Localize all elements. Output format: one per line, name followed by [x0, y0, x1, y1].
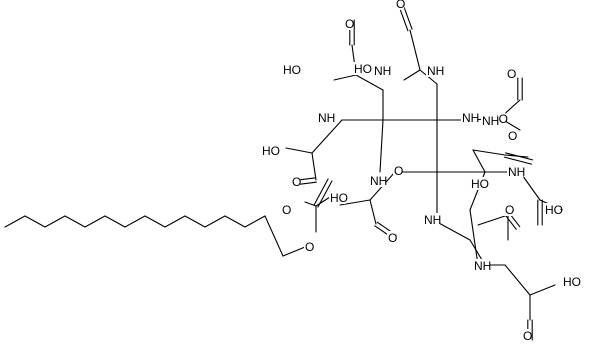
atom-label: O: [394, 164, 403, 178]
bond-line: [164, 215, 186, 228]
atom-label-backdrop: [369, 174, 386, 187]
bond-line: [311, 152, 317, 181]
atom-label: NH: [508, 165, 525, 179]
bond-line: [369, 199, 377, 225]
bond-line: [529, 284, 556, 296]
double-bond-line: [505, 152, 534, 161]
atom-label-backdrop: [393, 164, 403, 177]
atom-label: O: [523, 329, 532, 343]
bond-line: [264, 215, 284, 257]
bond-line: [409, 29, 421, 71]
atom-label-backdrop: [423, 213, 440, 226]
atom-label: NH: [424, 213, 441, 227]
atom-label: O: [396, 0, 405, 11]
atom-label: O: [508, 129, 517, 143]
bond-line: [379, 119, 384, 173]
double-bond-line: [505, 215, 517, 230]
atom-label-backdrop: [470, 177, 487, 190]
atom-label-backdrop: [522, 329, 532, 342]
atom-label: NH: [318, 111, 335, 125]
atom-label: NH: [374, 64, 391, 78]
atom-label: O: [388, 231, 397, 245]
bond-line: [403, 69, 421, 81]
bond-line: [224, 215, 246, 228]
double-bond-line: [503, 156, 532, 165]
atom-label-backdrop: [473, 259, 490, 272]
atom-label: HO: [471, 177, 489, 191]
atom-label-backdrop: [317, 111, 334, 124]
bond-line: [472, 149, 506, 156]
atom-label: O: [282, 203, 291, 217]
atom-label-backdrop: [461, 111, 478, 124]
bond-line: [469, 209, 479, 266]
atom-label-backdrop: [562, 275, 579, 288]
atom-label: HO: [283, 63, 301, 77]
atom-label: HO: [545, 203, 563, 217]
atom-label: NH: [427, 64, 444, 78]
bond-line: [124, 215, 146, 228]
atom-label-backdrop: [426, 64, 443, 77]
bond-line: [24, 215, 46, 228]
bond-line: [44, 215, 66, 228]
atom-label-backdrop: [291, 175, 301, 188]
atom-label: HO: [330, 191, 348, 205]
atom-label: O: [505, 203, 514, 217]
atom-label-backdrop: [387, 231, 397, 244]
bond-line: [333, 74, 357, 81]
atom-label-backdrop: [507, 129, 517, 142]
bond-line: [64, 215, 86, 228]
bond-line: [84, 215, 106, 228]
atom-label-backdrop: [373, 64, 390, 77]
bond-line: [504, 264, 531, 296]
atom-label-backdrop: [481, 114, 498, 127]
atom-label: O: [507, 67, 516, 81]
atom-label: NH: [462, 111, 479, 125]
atom-label-backdrop: [506, 67, 516, 80]
atom-label: O: [345, 17, 354, 31]
atom-label: NH: [474, 259, 491, 273]
atom-label: O: [305, 240, 314, 254]
atom-label: HO: [262, 144, 280, 158]
atom-label-backdrop: [329, 191, 346, 204]
bond-line: [472, 149, 486, 173]
bond-line: [315, 196, 331, 207]
bond-line: [4, 215, 26, 228]
bond-line: [282, 246, 306, 257]
atom-label: HO: [354, 62, 372, 76]
atom-label-backdrop: [281, 203, 291, 216]
bond-line: [104, 215, 126, 228]
atom-label-backdrop: [353, 62, 370, 75]
atom-label-backdrop: [282, 63, 299, 76]
bond-line: [436, 221, 471, 241]
atom-label: NH: [482, 114, 499, 128]
atom-label: NH: [370, 174, 387, 188]
double-bond-line: [399, 8, 409, 32]
bond-line: [244, 215, 266, 228]
bond-line: [204, 215, 226, 228]
bond-line: [355, 74, 384, 91]
atom-label-backdrop: [504, 203, 514, 216]
atom-label-backdrop: [261, 144, 278, 157]
bond-line: [144, 215, 166, 228]
atom-label-backdrop: [395, 0, 405, 10]
bond-line: [477, 214, 509, 226]
atom-label-backdrop: [544, 203, 561, 216]
atom-label-backdrop: [507, 165, 524, 178]
double-bond-line: [403, 6, 413, 30]
bond-line: [339, 199, 371, 206]
double-bond-line: [317, 180, 333, 208]
atom-label: HO: [563, 275, 581, 289]
atom-label-backdrop: [344, 17, 354, 30]
atom-label: O: [292, 175, 301, 189]
bond-line: [311, 119, 343, 154]
bond-line: [184, 215, 206, 228]
bond-line: [285, 147, 313, 154]
double-bond-line: [313, 178, 329, 206]
atom-label-backdrop: [304, 240, 314, 253]
